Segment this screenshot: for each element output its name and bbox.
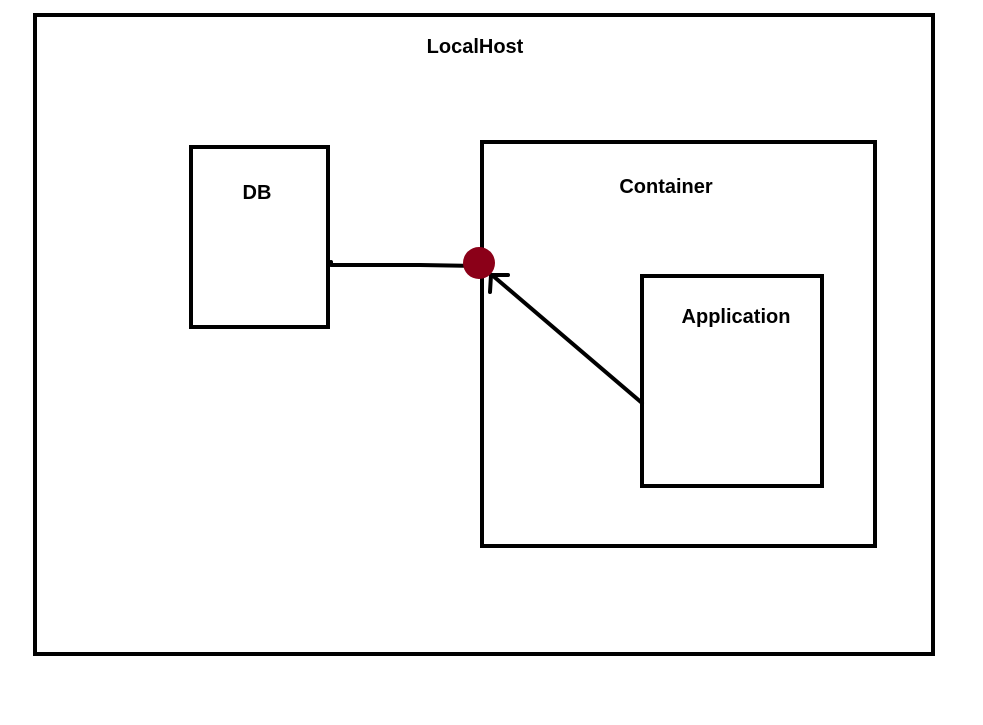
db-label: DB: [243, 182, 272, 204]
db-box: [189, 145, 330, 329]
db-connection-line: [329, 260, 480, 268]
arrow-head-icon: [488, 273, 510, 294]
application-label: Application: [682, 306, 791, 328]
application-box: [640, 274, 824, 488]
container-label: Container: [619, 176, 713, 198]
port-circle: [463, 247, 495, 279]
application-arrow-line: [490, 273, 644, 405]
localhost-label: LocalHost: [427, 36, 524, 58]
